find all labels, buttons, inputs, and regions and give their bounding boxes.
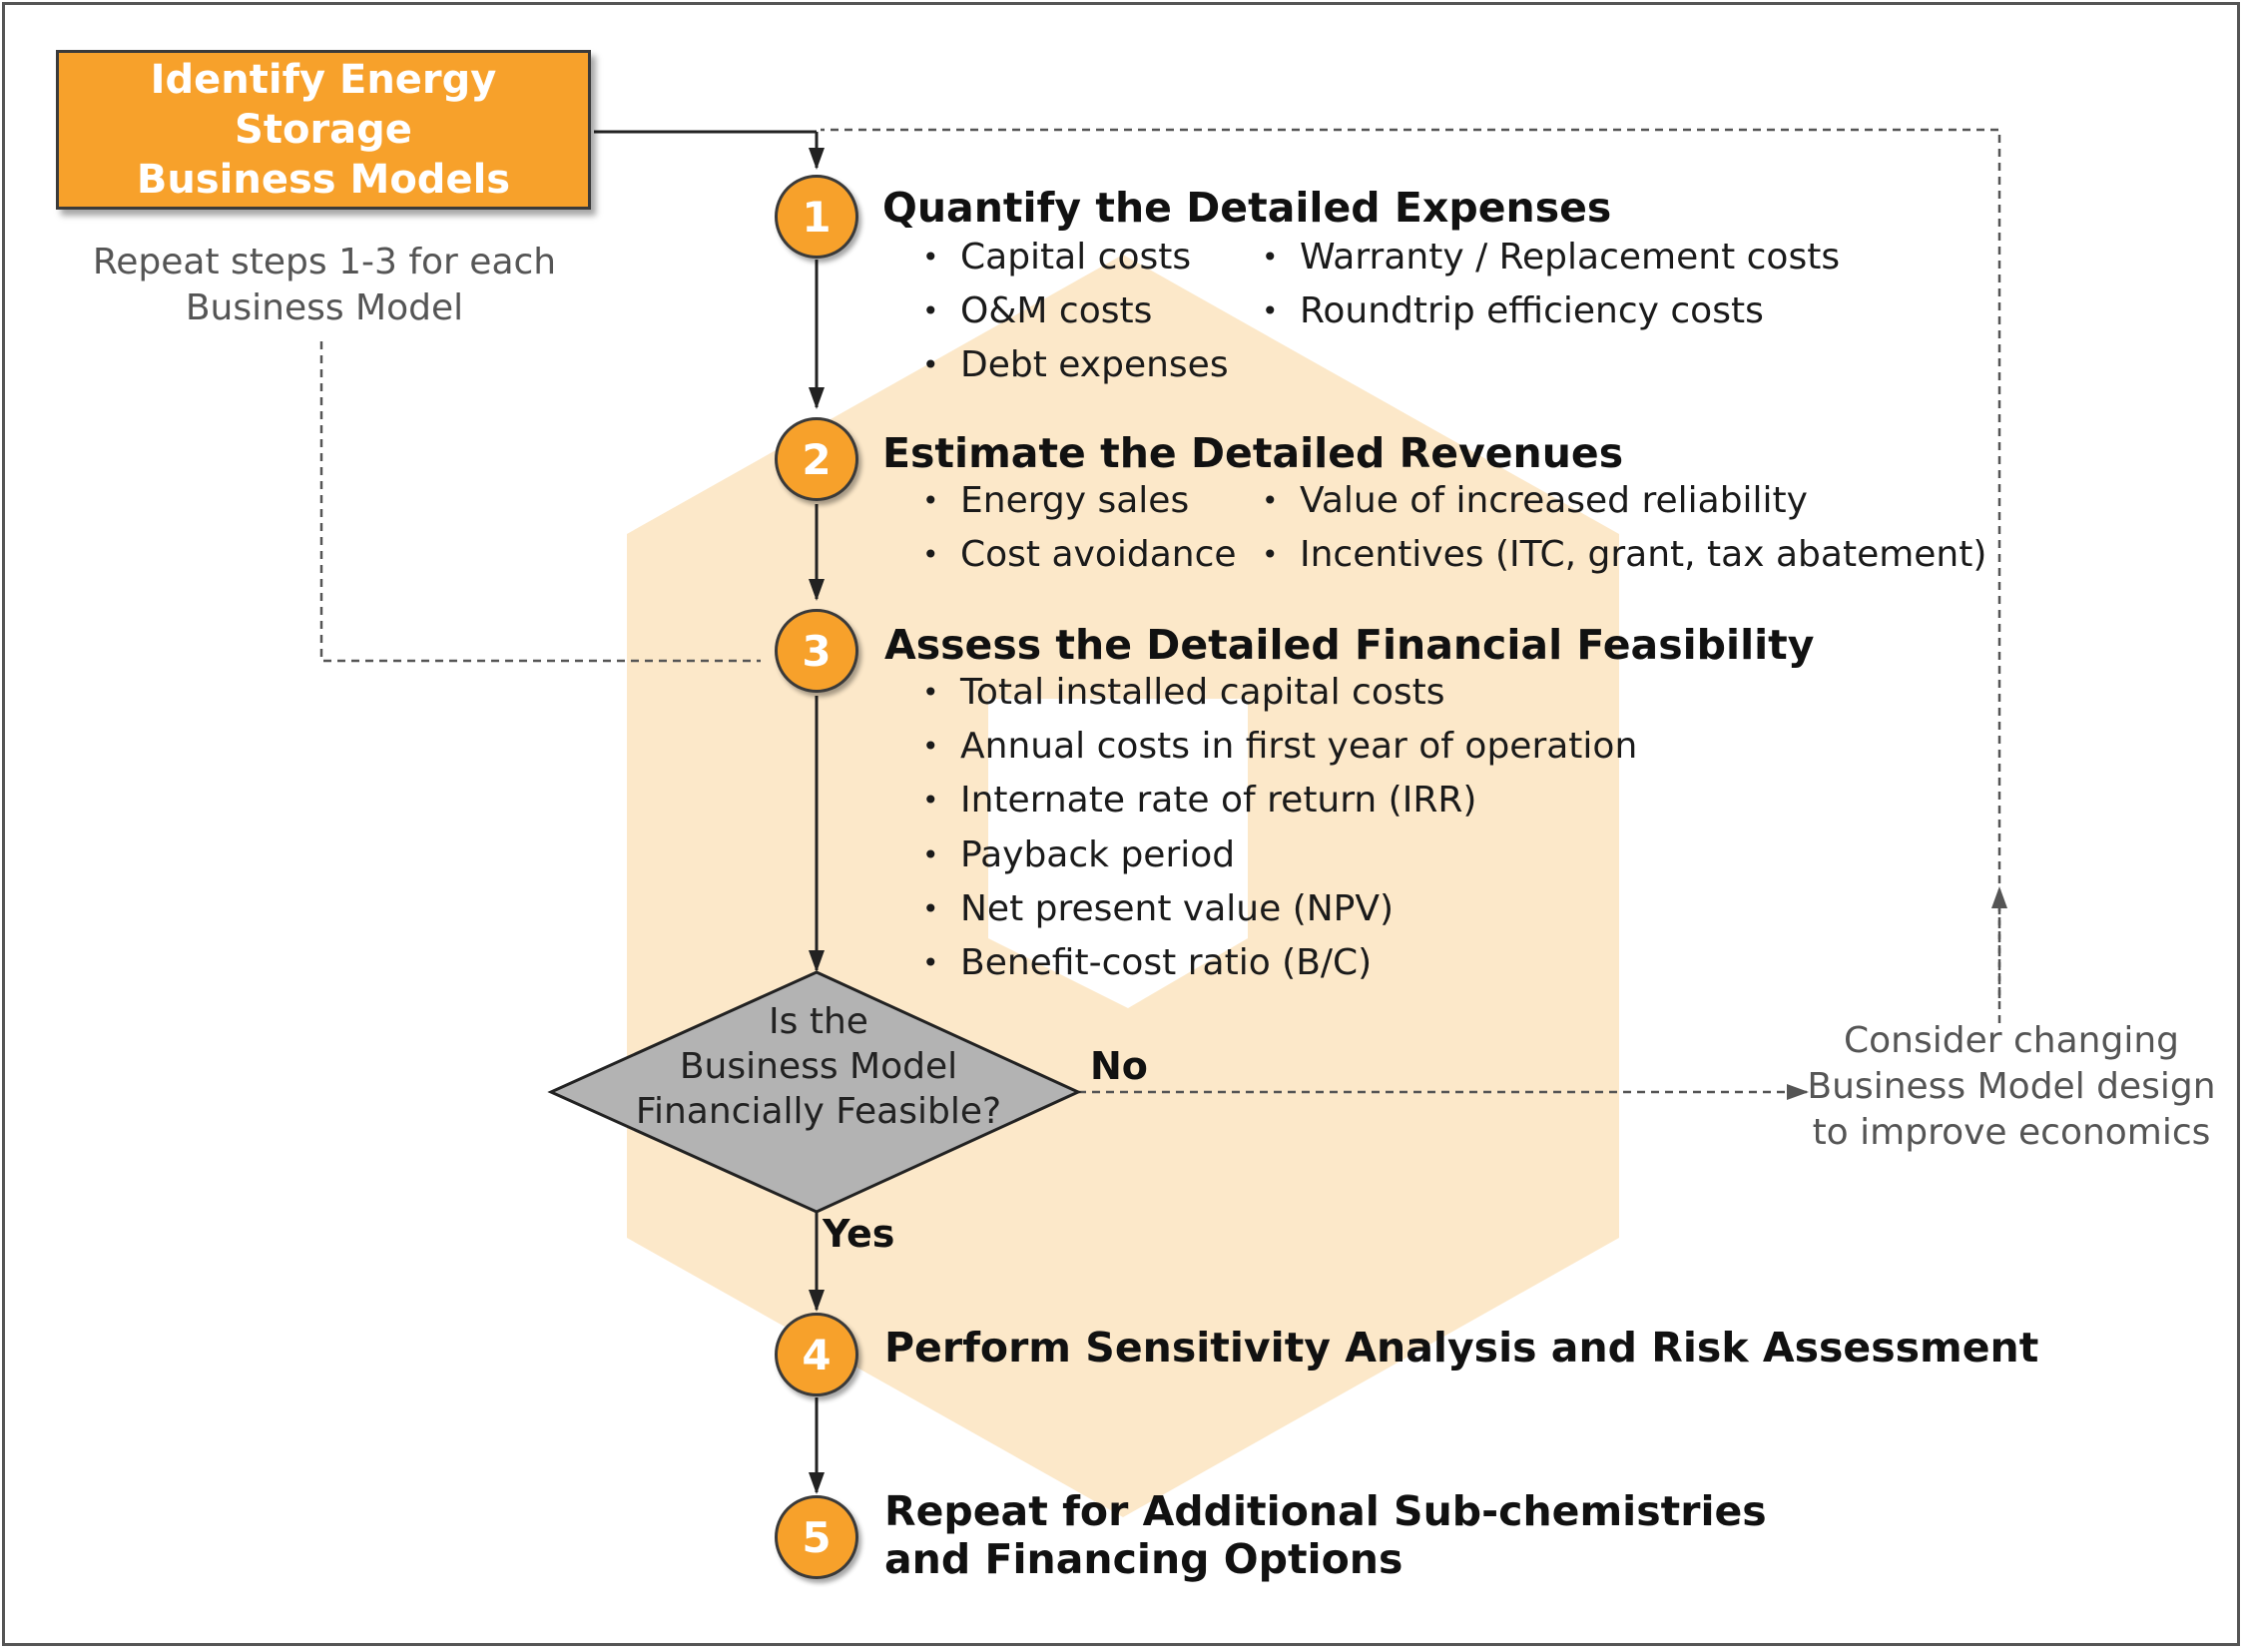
feedback-return-dashed-line [821,128,2001,1023]
start-box: Identify Energy Storage Business Models [56,50,591,210]
yes-label: Yes [823,1212,895,1256]
step1-bullet: Debt expenses [922,343,1229,387]
feedback-note-line1: Consider changing [1844,1020,2179,1061]
feedback-note-line2: Business Model design [1807,1066,2216,1107]
step4-number: 4 [775,1313,858,1396]
no-label: No [1090,1044,1148,1088]
step5-title-line1: Repeat for Additional Sub-chemistries [884,1487,1767,1535]
step5-title: Repeat for Additional Sub-chemistries an… [884,1487,1767,1583]
decision-line2: Business Model [679,1046,958,1087]
decision-line3: Financially Feasible? [635,1091,1002,1132]
step1-number: 1 [775,175,858,259]
step1-title: Quantify the Detailed Expenses [882,184,1612,232]
step2-bullet: Value of increased reliability [1262,479,1808,523]
start-box-line1: Identify Energy Storage [150,57,497,153]
step2-title: Estimate the Detailed Revenues [882,429,1624,477]
step5-title-line2: and Financing Options [884,1535,1404,1583]
repeat-note-line2: Business Model [185,287,464,328]
step2-number: 2 [775,417,858,501]
repeat-note-line1: Repeat steps 1-3 for each [92,242,557,282]
step1-bullet: Warranty / Replacement costs [1262,236,1840,279]
step3-title: Assess the Detailed Financial Feasibilit… [884,621,1815,669]
step1-bullet: Capital costs [922,236,1191,279]
step3-bullet: Annual costs in first year of operation [922,725,1637,769]
step3-bullet: Internate rate of return (IRR) [922,779,1476,823]
step3-bullet: Benefit-cost ratio (B/C) [922,941,1372,985]
step2-bullet: Energy sales [922,479,1189,523]
step4-title: Perform Sensitivity Analysis and Risk As… [884,1324,2039,1372]
repeat-note: Repeat steps 1-3 for each Business Model [70,240,579,331]
decision-question: Is the Business Model Financially Feasib… [599,999,1038,1134]
decision-line1: Is the [769,1001,868,1042]
step3-number: 3 [775,609,858,693]
step3-bullet: Net present value (NPV) [922,887,1394,931]
step2-bullet: Incentives (ITC, grant, tax abatement) [1262,533,1986,577]
feedback-note: Consider changing Business Model design … [1802,1018,2221,1156]
step3-bullet: Total installed capital costs [922,671,1444,715]
step2-bullet: Cost avoidance [922,533,1236,577]
feedback-note-line3: to improve economics [1812,1112,2211,1153]
step3-bullet: Payback period [922,833,1235,877]
decision-diamond [547,970,1082,1214]
step5-number: 5 [775,1495,858,1579]
start-box-line2: Business Models [136,157,511,203]
step1-bullet: Roundtrip efficiency costs [1262,289,1764,333]
step1-bullet: O&M costs [922,289,1152,333]
